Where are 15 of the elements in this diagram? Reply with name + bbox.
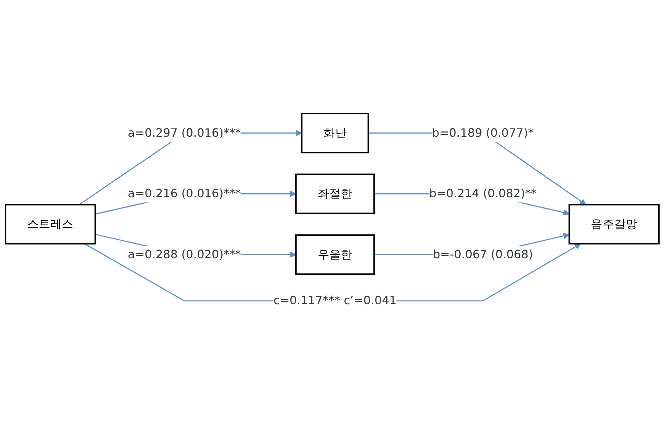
node-box: 음주갈망 (568, 204, 660, 245)
edge-label: a=0.297 (0.016)*** (128, 126, 242, 140)
edge-label: b=0.214 (0.082)** (429, 187, 537, 201)
edge-label: a=0.216 (0.016)*** (128, 187, 242, 201)
edge-label: b=-0.067 (0.068) (433, 248, 534, 262)
edge-label: a=0.288 (0.020)*** (128, 248, 242, 262)
arrow (79, 130, 302, 206)
arrow (368, 132, 587, 206)
node-box: 스트레스 (5, 204, 96, 245)
edge-label: b=0.189 (0.077)* (432, 126, 534, 140)
edge-label: c=0.117*** c’=0.041 (274, 294, 397, 308)
arrow (84, 244, 582, 302)
node-box: 화난 (301, 113, 370, 154)
node-box: 좌절한 (295, 174, 376, 215)
node-box: 우울한 (295, 234, 376, 276)
